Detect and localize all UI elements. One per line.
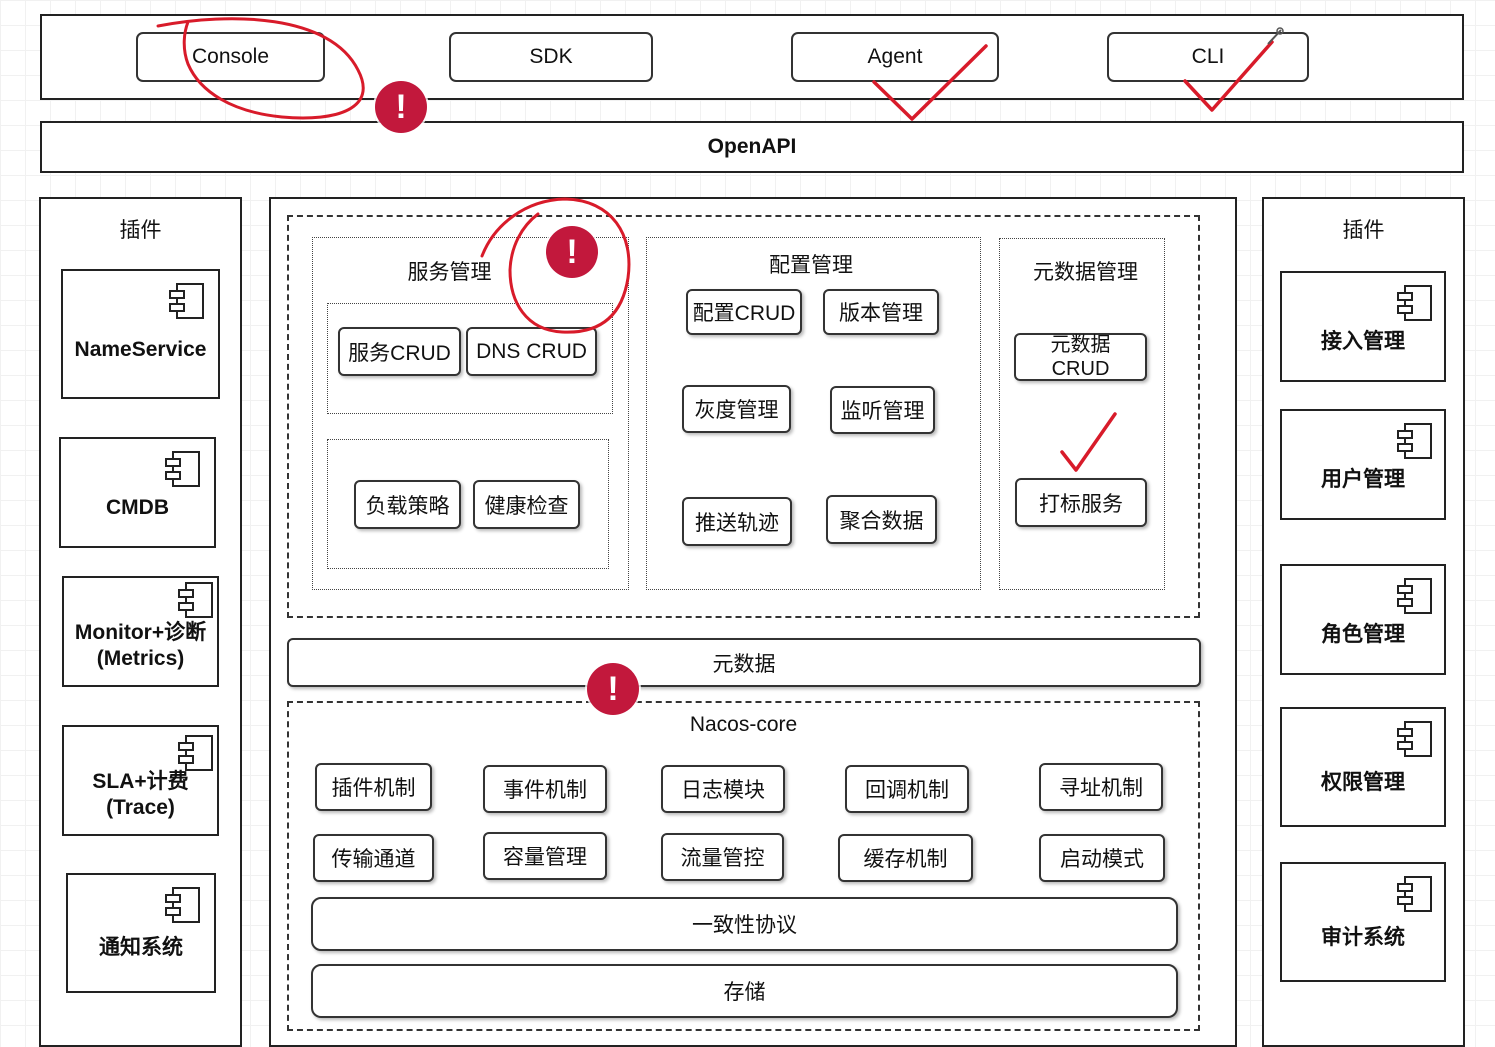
metadata-bar[interactable]: 元数据 (287, 638, 1201, 687)
capacity-mgmt-button[interactable]: 容量管理 (483, 832, 607, 880)
load-health-subgroup (327, 439, 609, 569)
plugin-label: 通知系统 (99, 936, 183, 959)
tagging-service-button[interactable]: 打标服务 (1015, 478, 1147, 527)
alert-icon: ! (375, 81, 427, 133)
callback-mechanism-button[interactable]: 回调机制 (845, 765, 969, 813)
plugin-access-mgmt[interactable]: 接入管理 (1280, 271, 1446, 382)
config-mgmt-title: 配置管理 (769, 254, 853, 277)
metadata-mgmt-title: 元数据管理 (1033, 261, 1138, 284)
component-icon (1397, 285, 1432, 321)
storage-bar[interactable]: 存储 (311, 964, 1178, 1018)
component-icon (169, 283, 204, 319)
client-agent[interactable]: Agent (791, 32, 999, 82)
component-icon (165, 887, 200, 923)
component-icon (1397, 423, 1432, 459)
right-plugins-title: 插件 (1342, 219, 1385, 242)
listener-mgmt-button[interactable]: 监听管理 (830, 386, 935, 434)
load-strategy-button[interactable]: 负载策略 (354, 480, 461, 529)
nacos-core-title: Nacos-core (689, 713, 798, 736)
management-group (287, 215, 1200, 618)
config-crud-button[interactable]: 配置CRUD (686, 289, 802, 335)
plugin-label: 权限管理 (1321, 771, 1405, 794)
alert-icon: ! (546, 226, 598, 278)
aggregate-data-button[interactable]: 聚合数据 (826, 495, 937, 544)
plugin-label: 角色管理 (1321, 623, 1405, 646)
plugin-label: SLA+计费 (Trace) (92, 770, 189, 819)
plugin-user-mgmt[interactable]: 用户管理 (1280, 409, 1446, 520)
component-icon (1397, 721, 1432, 757)
plugin-label: 用户管理 (1321, 468, 1405, 491)
addressing-mechanism-button[interactable]: 寻址机制 (1039, 763, 1163, 811)
metadata-mgmt-group (999, 238, 1165, 590)
log-module-button[interactable]: 日志模块 (661, 765, 785, 813)
component-icon (178, 582, 213, 618)
client-cli[interactable]: CLI (1107, 32, 1309, 82)
push-trace-button[interactable]: 推送轨迹 (682, 497, 792, 546)
plugin-cmdb[interactable]: CMDB (59, 437, 216, 548)
health-check-button[interactable]: 健康检查 (473, 480, 580, 529)
service-crud-button[interactable]: 服务CRUD (338, 327, 461, 376)
component-icon (1397, 578, 1432, 614)
service-mgmt-title: 服务管理 (407, 261, 492, 284)
plugin-sla[interactable]: SLA+计费 (Trace) (62, 725, 219, 836)
client-sdk[interactable]: SDK (449, 32, 653, 82)
plugin-mechanism-button[interactable]: 插件机制 (315, 763, 432, 811)
component-icon (178, 735, 213, 771)
client-console[interactable]: Console (136, 32, 325, 82)
left-plugins-title: 插件 (119, 219, 162, 242)
plugin-label: CMDB (106, 496, 169, 519)
plugin-notification[interactable]: 通知系统 (66, 873, 216, 993)
plugin-label: 接入管理 (1321, 330, 1405, 353)
event-mechanism-button[interactable]: 事件机制 (483, 765, 607, 813)
alert-icon: ! (587, 663, 639, 715)
gray-release-button[interactable]: 灰度管理 (682, 385, 791, 433)
plugin-label: Monitor+诊断 (Metrics) (74, 621, 207, 670)
plugin-monitor[interactable]: Monitor+诊断 (Metrics) (62, 576, 219, 687)
config-mgmt-group (646, 237, 981, 590)
plugin-audit-system[interactable]: 审计系统 (1280, 862, 1446, 982)
plugin-nameservice[interactable]: NameService (61, 269, 220, 399)
dns-crud-button[interactable]: DNS CRUD (466, 327, 597, 376)
version-mgmt-button[interactable]: 版本管理 (823, 289, 939, 335)
service-mgmt-group (312, 237, 629, 590)
plugin-permission-mgmt[interactable]: 权限管理 (1280, 707, 1446, 827)
cache-mechanism-button[interactable]: 缓存机制 (838, 834, 973, 882)
component-icon (165, 451, 200, 487)
service-crud-subgroup (327, 303, 613, 414)
transport-channel-button[interactable]: 传输通道 (313, 834, 434, 882)
component-icon (1397, 876, 1432, 912)
plugin-label: NameService (74, 338, 207, 361)
metadata-crud-button[interactable]: 元数据 CRUD (1014, 333, 1147, 381)
openapi-bar[interactable]: OpenAPI (40, 121, 1464, 173)
plugin-label: 审计系统 (1321, 926, 1405, 949)
traffic-control-button[interactable]: 流量管控 (661, 833, 784, 881)
consistency-protocol-bar[interactable]: 一致性协议 (311, 897, 1178, 951)
plugin-role-mgmt[interactable]: 角色管理 (1280, 564, 1446, 675)
startup-mode-button[interactable]: 启动模式 (1039, 834, 1165, 882)
